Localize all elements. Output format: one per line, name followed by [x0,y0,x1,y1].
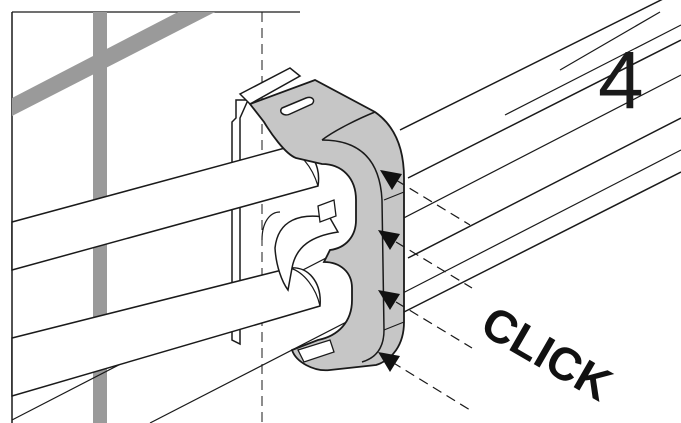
arrow-3 [378,290,400,310]
arrow-1 [380,170,402,190]
click-arrows [378,170,402,372]
arrow-4 [378,352,400,372]
arrow-guide-lines [391,179,473,411]
bracket-tabs [297,199,337,363]
bracket-saddle [261,211,340,292]
click-label: CLICK [473,296,621,411]
grid-bar-diagonal [12,12,215,116]
clip-body [248,79,405,372]
arrow-2 [378,230,400,250]
lower-pipe [11,117,681,398]
step-number: 4 [598,35,644,126]
clip-slot [279,96,315,116]
